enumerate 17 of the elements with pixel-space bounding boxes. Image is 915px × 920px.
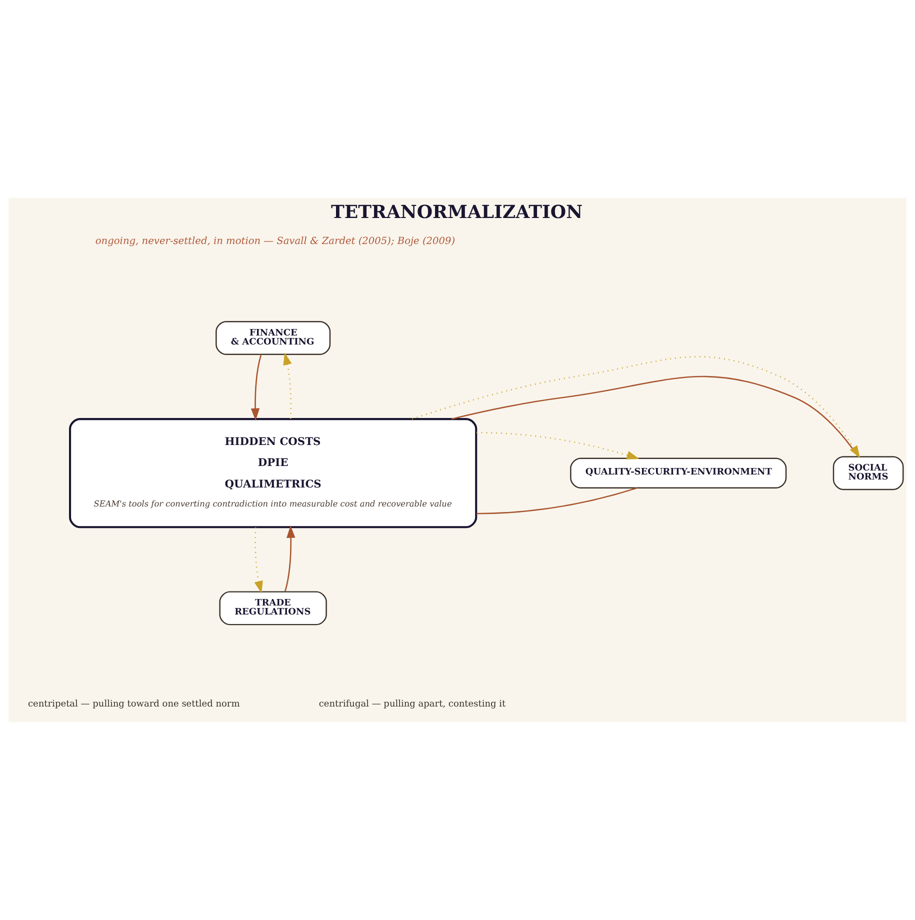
- arrow: [254, 527, 263, 594]
- diagram-title: TETRANORMALIZATION: [331, 202, 583, 224]
- node-box: FINANCE & ACCOUNTING: [216, 321, 331, 355]
- node-box: TRADE REGULATIONS: [219, 591, 327, 626]
- arrow: [412, 356, 860, 458]
- connector: [451, 376, 859, 458]
- label: ongoing, never-settled, in motion — Savall & Zardet (2005); Boje (2009): [95, 236, 456, 247]
- node-box: QUALITY-SECURITY-ENVIRONMENT: [570, 458, 787, 488]
- arrow: [250, 354, 262, 421]
- arrow: [284, 525, 296, 592]
- arrow: [476, 432, 640, 460]
- arrow: [283, 352, 292, 419]
- connector: [476, 487, 638, 514]
- legend-label: centrifugal — pulling apart, contesting it: [318, 699, 506, 710]
- node-box: SOCIAL NORMS: [832, 456, 904, 490]
- node-box: HIDDEN COSTS DPIE QUALIMETRICS SEAM's tools for converting contradiction into measurable cost and recoverable value: [69, 418, 478, 528]
- legend-label: centripetal — pulling toward one settled norm: [28, 699, 240, 710]
